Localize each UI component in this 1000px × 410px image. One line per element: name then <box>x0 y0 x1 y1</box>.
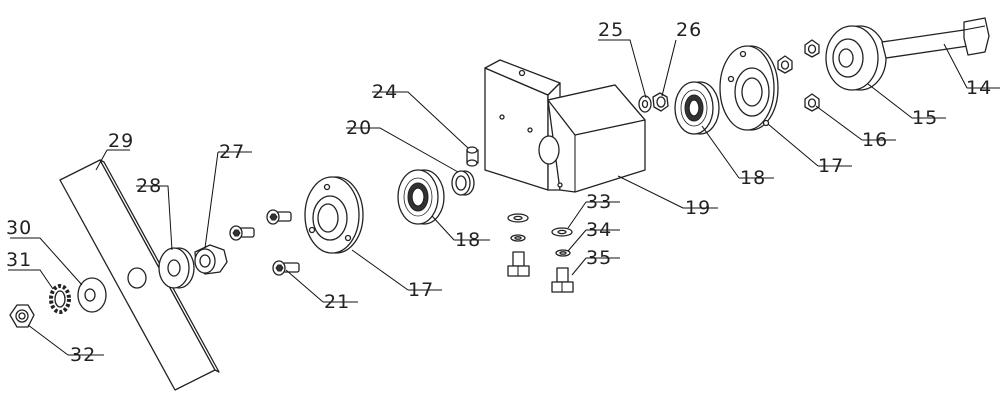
cap-screw-lower <box>272 260 300 276</box>
flange-housing-17-left <box>304 176 364 254</box>
callout-32: 32 <box>70 344 96 366</box>
callout-21: 21 <box>324 291 350 313</box>
callout-26: 26 <box>676 19 702 41</box>
bearing-18-left <box>397 169 445 225</box>
callout-16: 16 <box>862 129 888 151</box>
bolt-35-left <box>507 251 530 277</box>
lock-washer-34-left <box>510 234 526 242</box>
callout-34: 34 <box>586 219 612 241</box>
callout-25: 25 <box>598 19 624 41</box>
nut-16-lower <box>804 93 820 112</box>
washer-33-right <box>551 227 573 237</box>
callout-17-right: 17 <box>818 155 844 177</box>
callout-27: 27 <box>219 141 245 163</box>
callout-30: 30 <box>6 217 32 239</box>
bolt-35-right <box>551 267 574 293</box>
pulley-15 <box>825 25 887 91</box>
lock-washer-31 <box>49 284 71 314</box>
callout-14: 14 <box>966 77 992 99</box>
ring-20 <box>451 170 475 196</box>
washer-30 <box>77 277 107 313</box>
callout-15: 15 <box>912 107 938 129</box>
callout-24: 24 <box>372 81 398 103</box>
callout-35: 35 <box>586 247 612 269</box>
housing-19 <box>484 59 646 193</box>
bushing-24 <box>466 146 479 167</box>
shaft-bolt-14 <box>881 17 990 59</box>
callout-18-right: 18 <box>740 167 766 189</box>
hex-nut-32 <box>9 304 35 328</box>
nut-27 <box>194 244 228 275</box>
washer-25 <box>638 95 652 113</box>
bearing-18-right <box>674 81 720 135</box>
leader-lines <box>8 39 1000 356</box>
cap-screw-upper <box>229 225 255 241</box>
callout-31: 31 <box>6 249 32 271</box>
nut-26 <box>652 92 669 112</box>
callout-19: 19 <box>685 197 711 219</box>
callout-28: 28 <box>136 175 162 197</box>
callout-17-left: 17 <box>408 279 434 301</box>
cap-screw-middle <box>266 209 292 225</box>
callout-numbers: 29 30 31 32 28 27 21 17 20 24 18 19 33 3… <box>6 19 992 366</box>
callout-20: 20 <box>346 117 372 139</box>
spacer-28 <box>158 247 195 289</box>
callout-29: 29 <box>108 130 134 152</box>
callout-18-left: 18 <box>455 229 481 251</box>
flange-housing-17-right <box>719 45 779 131</box>
nut-16-middle <box>804 39 820 58</box>
nut-16-upper <box>777 55 793 74</box>
callout-33: 33 <box>586 191 612 213</box>
washer-33-left <box>507 213 529 223</box>
lock-washer-34-right <box>555 249 571 257</box>
